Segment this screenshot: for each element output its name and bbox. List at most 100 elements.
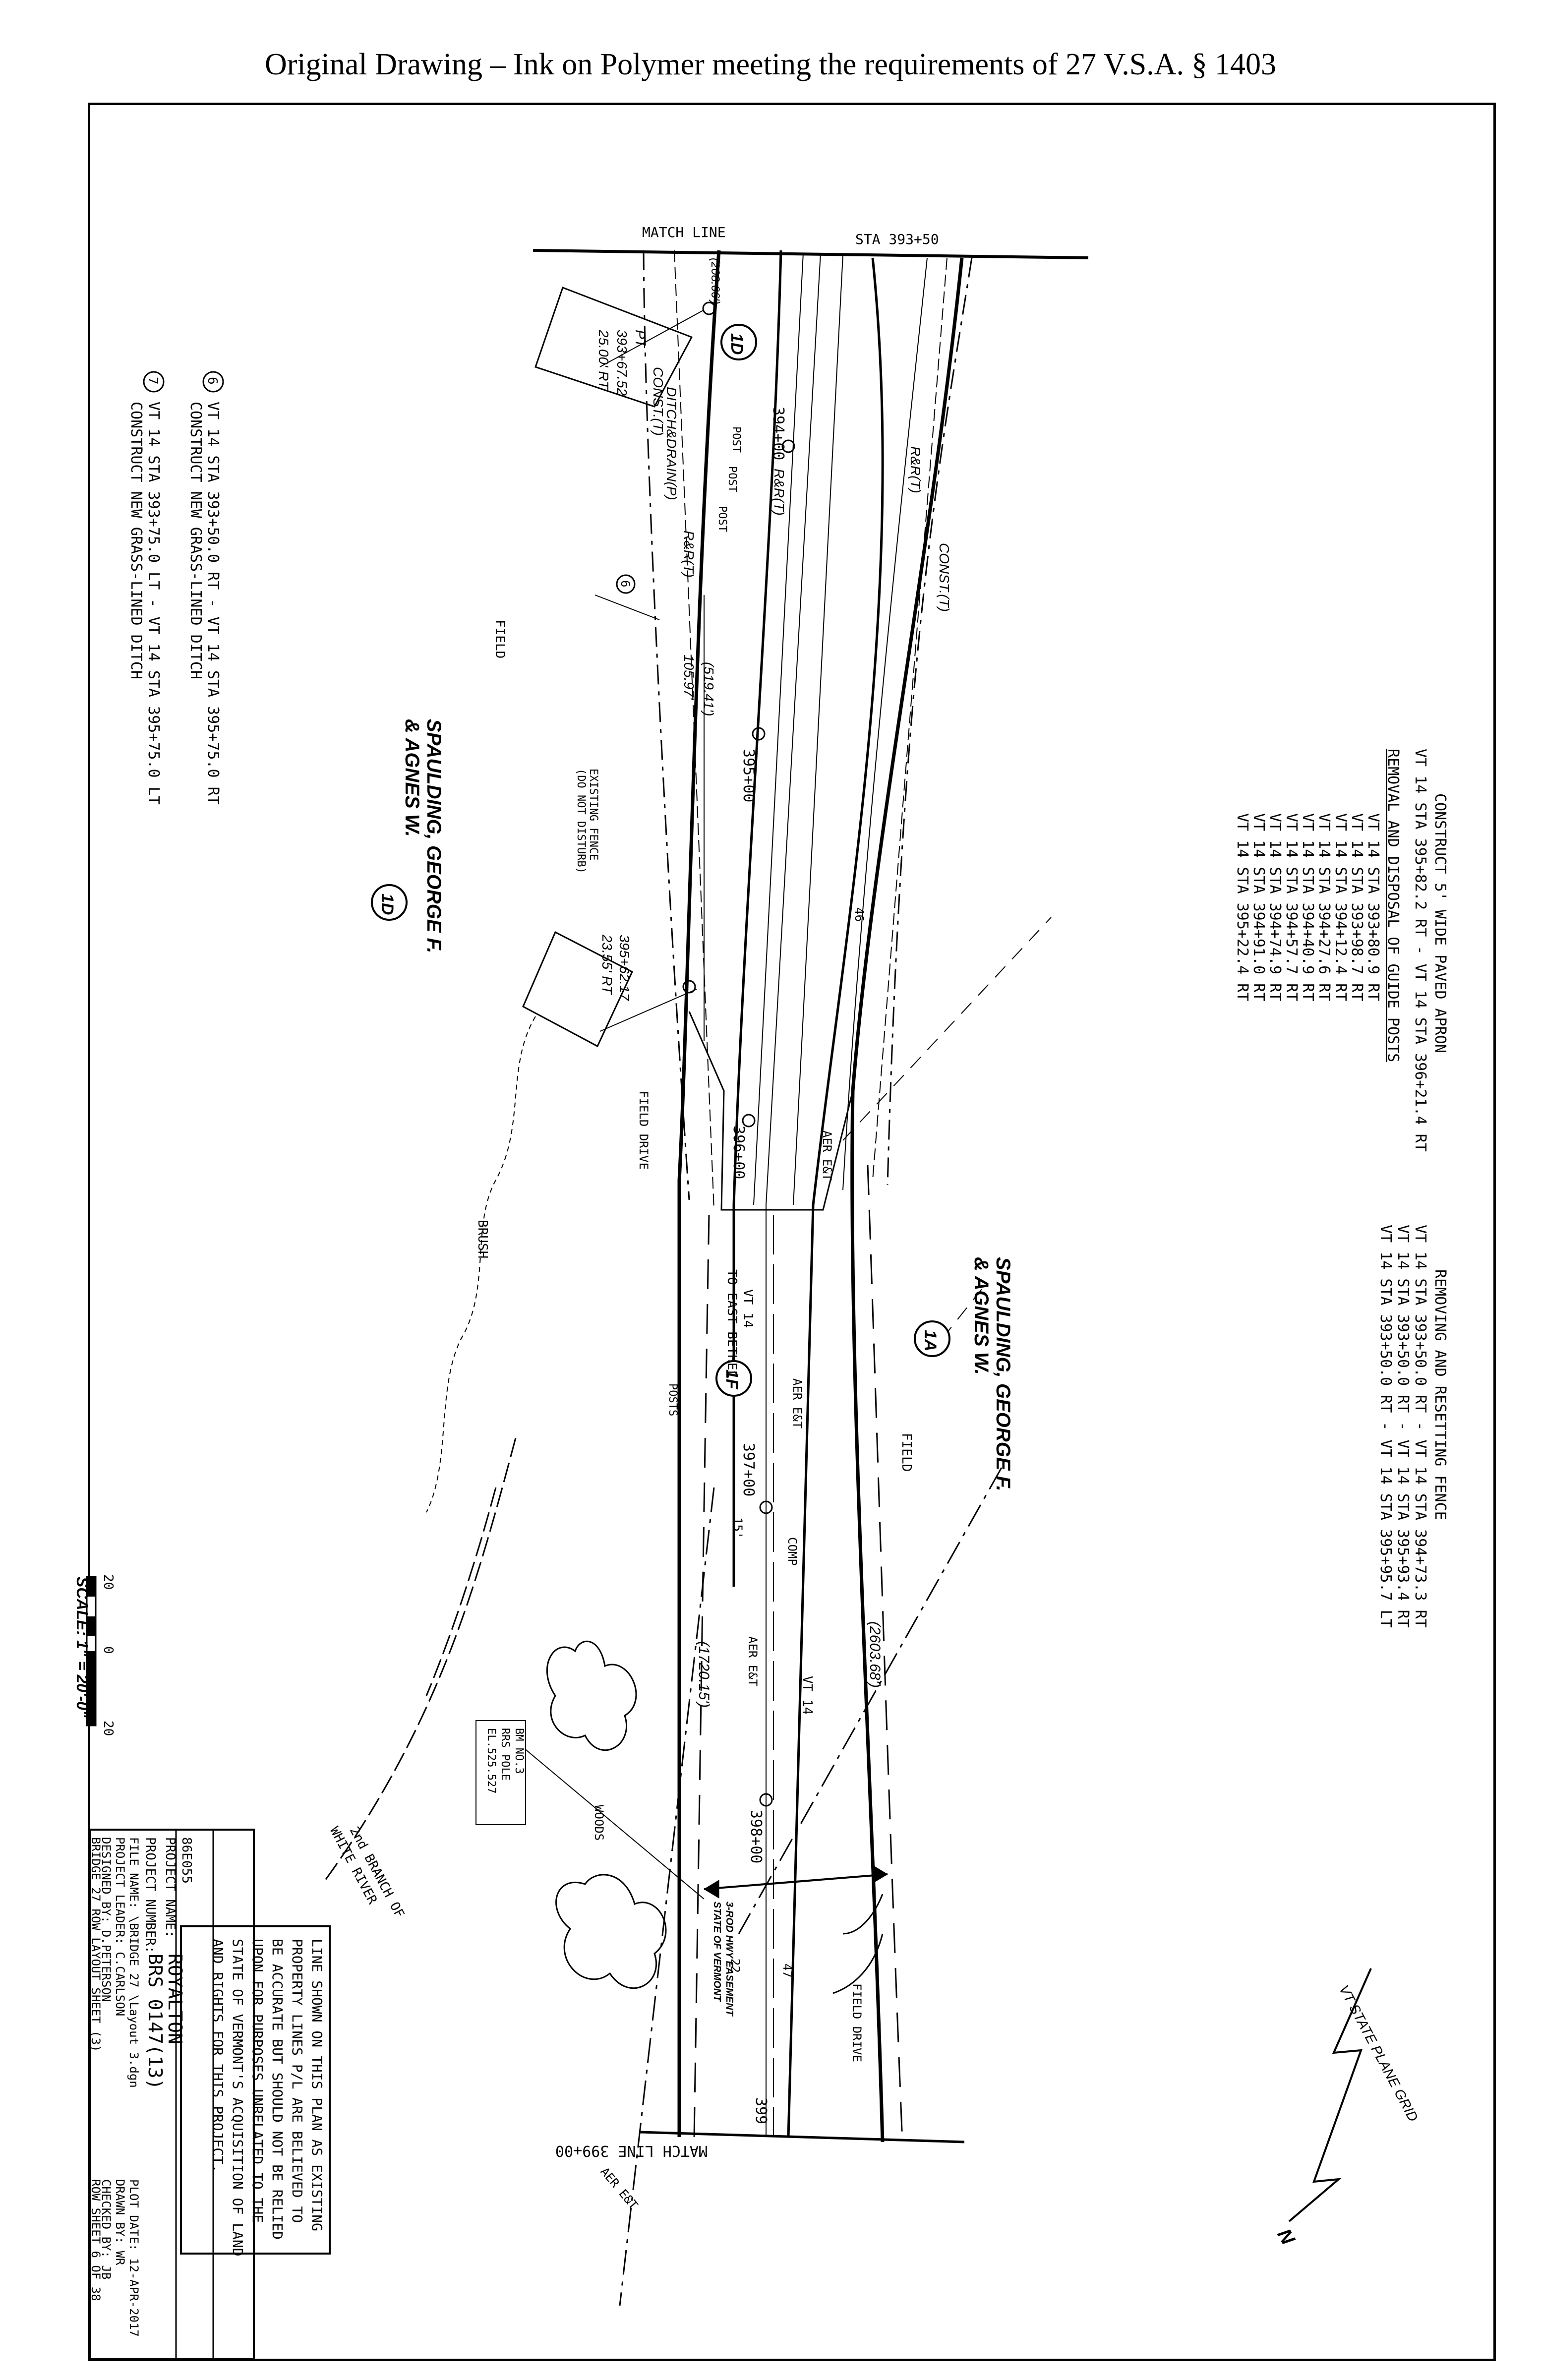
- ditch-notes: 6 VT 14 STA 393+50.0 RT - VT 14 STA 395+…: [127, 371, 224, 805]
- svg-text:PROJECT NAME:: PROJECT NAME:: [163, 1837, 178, 1938]
- sta-395-62-label: 395+62.17: [617, 935, 632, 1002]
- pt-offset-value: 25.00' RT: [596, 329, 611, 390]
- svg-text:VT 14 STA 393+50.0 RT - VT 14: VT 14 STA 393+50.0 RT - VT 14 STA 395+95…: [1377, 1225, 1394, 1628]
- benchmark-box: BM NO.3 RRS POLE EL.525.527: [475, 1720, 526, 1825]
- svg-text:VT 14 STA 394+74.9 RT: VT 14 STA 394+74.9 RT: [1266, 813, 1284, 1001]
- top-match-line: [533, 249, 1089, 259]
- woods-blob-1: [546, 1640, 637, 1751]
- centerline: [766, 252, 821, 2137]
- right-edge-line: [787, 257, 884, 2138]
- parcel-1a-marker: 1A: [914, 1320, 950, 1357]
- dim-1720: (1720.15'): [696, 1641, 712, 1708]
- svg-text:VT 14 STA 395+22.4 RT: VT 14 STA 395+22.4 RT: [1234, 813, 1251, 1001]
- post-label-3: POST: [716, 506, 728, 532]
- svg-text:VT 14 STA 394+57.7 RT: VT 14 STA 394+57.7 RT: [1283, 813, 1300, 1001]
- svg-text:REMOVING AND RESETTING FENCE: REMOVING AND RESETTING FENCE: [1431, 1269, 1449, 1520]
- station-396: 396+00: [730, 1126, 747, 1179]
- svg-text:CONSTRUCT NEW GRASS-LINED DITC: CONSTRUCT NEW GRASS-LINED DITCH: [127, 402, 145, 679]
- do-not-disturb-label: (DO NOT DISTURB): [575, 769, 587, 874]
- svg-text:EL.525.527: EL.525.527: [485, 1728, 497, 1793]
- ditch-drain-label: DITCH&DRAIN(P): [664, 387, 679, 500]
- pt-station-value: 393+67.52: [614, 330, 630, 396]
- sta-395-62-offset: 23.55' RT: [599, 934, 615, 995]
- svg-text:VT 14 STA 394+27.6 RT: VT 14 STA 394+27.6 RT: [1315, 813, 1333, 1001]
- comp-label: COMP: [785, 1537, 799, 1566]
- roadway-linework: [321, 249, 1372, 2306]
- aer-eat-label-2: AER E&T: [790, 1378, 804, 1428]
- svg-text:PROPERTY LINES P/L ARE BELIEVE: PROPERTY LINES P/L ARE BELIEVED TO: [289, 1939, 305, 2223]
- svg-text:DESIGNED BY: D.PETERSON: DESIGNED BY: D.PETERSON: [99, 1837, 113, 2002]
- bottom-match-line-label: MATCH LINE 399+00: [555, 2142, 708, 2159]
- field-label-1: FIELD: [492, 620, 507, 658]
- left-const-line: [643, 250, 690, 1200]
- station-399: 399: [752, 2097, 770, 2124]
- svg-text:CONSTRUCT NEW GRASS-LINED DITC: CONSTRUCT NEW GRASS-LINED DITCH: [187, 402, 204, 679]
- aer-eat-label-4: AER E&T: [597, 2165, 640, 2212]
- num-46: 46: [852, 907, 866, 922]
- disclaimer-box: LINE SHOWN ON THIS PLAN AS EXISTING PROP…: [180, 1925, 331, 2257]
- north-arrow: [1288, 1968, 1372, 2222]
- pt-box-2: [522, 931, 633, 1048]
- grid-label: VT STATE PLANE GRID: [1336, 1982, 1422, 2124]
- north-label: N: [1273, 2225, 1299, 2249]
- parcel-1d-marker-a: 1D: [720, 324, 757, 360]
- route-label-2: TO EAST BETHEL: [724, 1269, 739, 1378]
- dim-2603: (2603.68'): [867, 1621, 883, 1688]
- fence-line: [674, 250, 714, 1210]
- post-label-1: POST: [730, 426, 742, 453]
- field-label-2: FIELD: [899, 1433, 914, 1472]
- svg-text:VT 14 STA 393+50.0 RT - VT 14: VT 14 STA 393+50.0 RT - VT 14 STA 395+93…: [1394, 1225, 1412, 1628]
- svg-text:6: 6: [205, 377, 220, 385]
- left-edge-line: [732, 250, 782, 1587]
- svg-text:20: 20: [101, 1721, 116, 1736]
- route-label-3: VT 14: [800, 1676, 815, 1715]
- svg-text:0: 0: [101, 1646, 116, 1654]
- svg-text:REMOVAL AND DISPOSAL OF GUIDE: REMOVAL AND DISPOSAL OF GUIDE POSTS: [1384, 749, 1402, 1062]
- brush-outline: [426, 1016, 536, 1513]
- bottom-match-line: [639, 2131, 965, 2143]
- right-const-line: [887, 257, 973, 1186]
- num-47: 47: [780, 1964, 794, 1978]
- svg-text:LINE SHOWN ON THIS PLAN AS EXI: LINE SHOWN ON THIS PLAN AS EXISTING: [309, 1939, 325, 2231]
- pt-label: PT: [633, 330, 648, 349]
- svg-text:VT 14 STA 393+80.9 RT: VT 14 STA 393+80.9 RT: [1364, 813, 1382, 1001]
- svg-text:VT 14 STA 394+12.4 RT: VT 14 STA 394+12.4 RT: [1332, 813, 1349, 1001]
- svg-text:CHECKED BY: JB: CHECKED BY: JB: [99, 2179, 113, 2279]
- svg-text:PROJECT LEADER: C.CARLSON: PROJECT LEADER: C.CARLSON: [113, 1837, 127, 2016]
- top-match-line-label: MATCH LINE: [642, 224, 726, 240]
- scale-bar: 20 0 20 SCALE: 1" = 20'-0": [73, 1574, 116, 1736]
- svg-text:VT 14 STA 395+82.2 RT - VT 14: VT 14 STA 395+82.2 RT - VT 14 STA 396+21…: [1412, 749, 1429, 1152]
- fence-notes: REMOVING AND RESETTING FENCE VT 14 STA 3…: [1377, 1225, 1449, 1628]
- aer-eat-label-1: AER E&T: [820, 1130, 834, 1181]
- rr-t-label-2: R&R(T): [771, 469, 787, 516]
- svg-text:7: 7: [145, 377, 160, 385]
- svg-text:BM NO.3: BM NO.3: [513, 1728, 525, 1774]
- station-397: 397+00: [740, 1443, 757, 1496]
- svg-text:86E055: 86E055: [179, 1837, 194, 1884]
- sheet-border: [88, 103, 1496, 2361]
- svg-text:1A: 1A: [921, 1330, 940, 1351]
- svg-text:CONSTRUCT 5' WIDE PAVED APRON: CONSTRUCT 5' WIDE PAVED APRON: [1431, 793, 1449, 1053]
- const-t-label-2: CONST.(T): [937, 543, 952, 612]
- svg-text:VT 14 STA 393+98.7 RT: VT 14 STA 393+98.7 RT: [1348, 813, 1365, 1001]
- easement-dim-line: [704, 1873, 888, 1890]
- existing-fence-label: EXISTING FENCE: [587, 769, 599, 860]
- dim-105: 105.97': [681, 654, 697, 701]
- svg-text:1D: 1D: [727, 333, 746, 355]
- svg-text:VT 14 STA 394+91.0 RT: VT 14 STA 394+91.0 RT: [1250, 813, 1267, 1001]
- route-label-1: VT 14: [740, 1289, 755, 1328]
- right-row-line: [850, 257, 964, 2142]
- easement-label-1: STATE OF VERMONT: [711, 1902, 722, 2002]
- owner-1d-line1: SPAULDING, GEORGE F.: [423, 719, 445, 953]
- top-station-label: STA 393+50: [855, 231, 939, 247]
- field-drive-label-1: FIELD DRIVE: [637, 1091, 651, 1170]
- easement-label-2: 3-ROD HWY EASEMENT: [724, 1902, 735, 2017]
- svg-text:ROYALTON: ROYALTON: [164, 1954, 186, 2044]
- svg-text:VT 14 STA 393+50.0 RT - VT 14: VT 14 STA 393+50.0 RT - VT 14 STA 395+75…: [204, 402, 222, 805]
- svg-text:BE ACCURATE BUT SHOULD NOT BE: BE ACCURATE BUT SHOULD NOT BE RELIED: [269, 1939, 286, 2240]
- river-line-2: [425, 1487, 497, 1696]
- rr-t-label-1: R&R(T): [681, 531, 697, 578]
- owner-1d-line2: & AGNES W.: [401, 719, 423, 837]
- brush-label: BRUSH: [475, 1220, 490, 1258]
- dim-208: (208.66'): [709, 258, 722, 304]
